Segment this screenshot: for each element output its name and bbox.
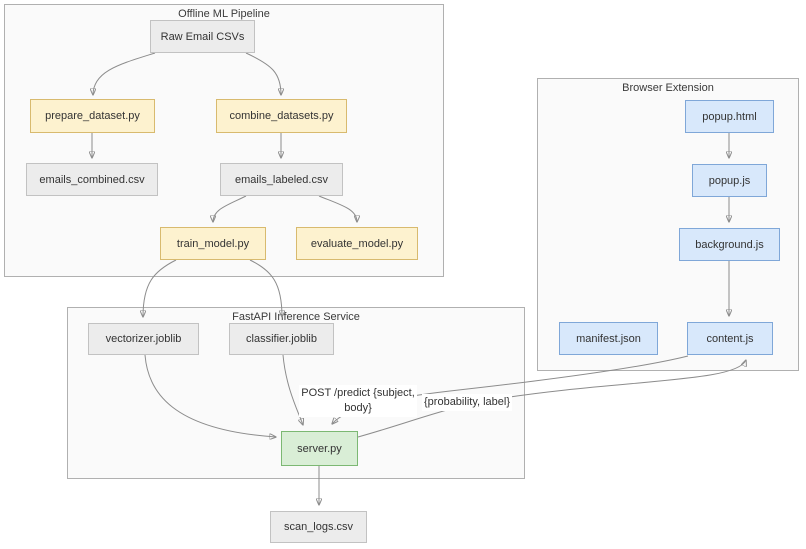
node-label: vectorizer.joblib	[105, 333, 182, 345]
edge-classifier-to-server	[282, 354, 303, 425]
node-emails-labeled-csv: emails_labeled.csv	[220, 163, 343, 196]
node-content-js: content.js	[687, 322, 773, 355]
edge-vectorizer-to-server	[144, 354, 276, 437]
node-label: emails_labeled.csv	[235, 173, 328, 186]
cluster-title-offline: Offline ML Pipeline	[178, 8, 270, 20]
edge-train-to-vectorizer	[143, 259, 177, 317]
node-emails-combined-csv: emails_combined.csv	[26, 163, 158, 196]
node-popup-html: popup.html	[685, 100, 774, 133]
edge-train-to-classifier	[249, 259, 282, 317]
node-classifier-joblib: classifier.joblib	[229, 323, 334, 355]
node-label: popup.html	[702, 110, 757, 123]
node-evaluate-model-py: evaluate_model.py	[296, 227, 418, 260]
edge-label-response: {probability, label}	[422, 394, 513, 411]
edge-raw-to-prepare	[93, 52, 156, 95]
node-label: server.py	[297, 442, 342, 455]
edge-server-to-content-response	[357, 360, 746, 438]
edge-labeled-to-evaluate	[318, 195, 357, 222]
node-label: prepare_dataset.py	[45, 110, 140, 122]
node-label: scan_logs.csv	[283, 521, 354, 533]
node-label: train_model.py	[176, 237, 250, 250]
node-label: content.js	[706, 332, 754, 345]
node-train-model-py: train_model.py	[160, 227, 266, 260]
edge-label-post-predict: POST /predict {subject, body}	[299, 385, 417, 417]
node-prepare-dataset-py: prepare_dataset.py	[30, 99, 155, 133]
cluster-title-fastapi: FastAPI Inference Service	[232, 311, 360, 323]
edge-raw-to-combine	[245, 52, 281, 95]
node-label: Raw Email CSVs	[160, 30, 245, 43]
edge-label-post-line1: POST /predict {subject,	[301, 387, 415, 399]
node-label: evaluate_model.py	[310, 237, 404, 250]
node-popup-js: popup.js	[692, 164, 767, 197]
node-server-py: server.py	[281, 431, 358, 466]
edge-labeled-to-train	[213, 195, 247, 222]
node-label: background.js	[695, 238, 764, 251]
node-raw-email-csvs: Raw Email CSVs	[150, 20, 255, 53]
node-background-js: background.js	[679, 228, 780, 261]
node-manifest-json: manifest.json	[559, 322, 658, 355]
node-label: classifier.joblib	[246, 333, 317, 345]
cluster-title-extension: Browser Extension	[622, 82, 714, 94]
node-label: manifest.json	[576, 332, 641, 345]
node-label: popup.js	[708, 174, 751, 187]
node-label: combine_datasets.py	[229, 110, 334, 122]
edge-label-post-line2: body}	[344, 402, 372, 414]
node-combine-datasets-py: combine_datasets.py	[216, 99, 347, 133]
node-scan-logs-csv: scan_logs.csv	[270, 511, 367, 543]
node-label: emails_combined.csv	[39, 173, 145, 186]
node-vectorizer-joblib: vectorizer.joblib	[88, 323, 199, 355]
